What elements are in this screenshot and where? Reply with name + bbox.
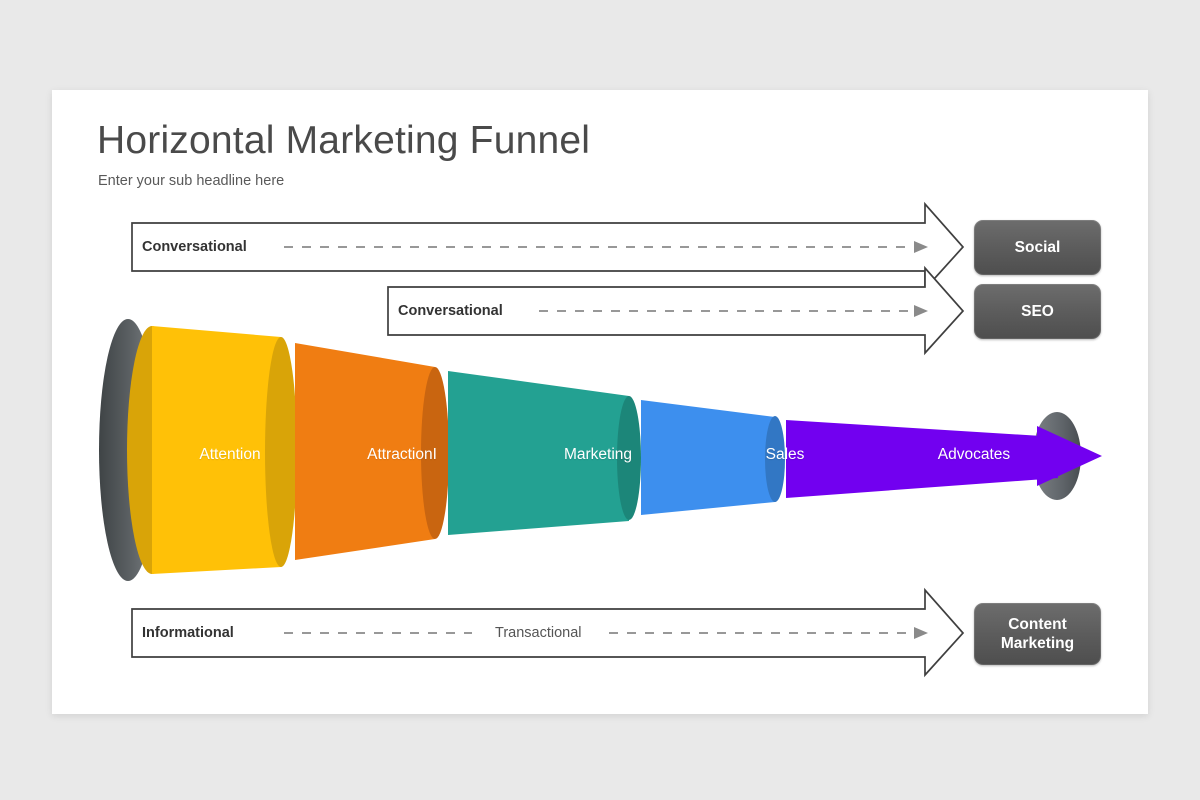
arrow-label-informational: Informational — [142, 625, 234, 641]
funnel-stage-label-marketing: Marketing — [563, 446, 633, 463]
arrow-label-conversational-social: Conversational — [142, 239, 247, 255]
funnel-stage-attraction — [295, 343, 449, 560]
tag-box-social[interactable]: Social — [974, 220, 1101, 275]
tag-line-marketing: Marketing — [1000, 635, 1075, 652]
tag-box-content-marketing[interactable]: Content Marketing — [974, 603, 1101, 665]
page-subtitle: Enter your sub headline here — [98, 173, 285, 189]
funnel-stage-sales — [641, 400, 785, 515]
arrow-graphics — [131, 201, 965, 678]
arrow-label-conversational-seo: Conversational — [398, 303, 503, 319]
tag-box-social-label: Social — [1014, 238, 1061, 256]
tag-box-seo[interactable]: SEO — [974, 284, 1101, 339]
tag-box-content-marketing-label: Content Marketing — [1001, 615, 1074, 654]
tag-line-content: Content — [1008, 615, 1067, 633]
arrow-shape-social[interactable] — [131, 201, 965, 292]
funnel-stage-attention — [127, 326, 297, 574]
funnel-stage-advocates — [786, 420, 1102, 498]
funnel-stage-label-advocates: Advocates — [937, 446, 1011, 463]
slide-canvas: Horizontal Marketing Funnel Enter your s… — [52, 90, 1148, 714]
funnel-stage-marketing — [448, 371, 641, 535]
arrow-shape-seo[interactable] — [387, 265, 965, 356]
tag-box-seo-label: SEO — [1021, 302, 1054, 320]
funnel-stage-label-attention: Attention — [199, 446, 261, 463]
funnel-stage-label-attraction: AttractionI — [367, 446, 437, 463]
page-title: Horizontal Marketing Funnel — [97, 119, 591, 162]
arrow-label-transactional: Transactional — [495, 625, 582, 641]
funnel-graphic — [99, 319, 1102, 581]
funnel-stage-label-sales: Sales — [765, 446, 805, 463]
arrow-shape-content-marketing[interactable] — [131, 587, 965, 678]
